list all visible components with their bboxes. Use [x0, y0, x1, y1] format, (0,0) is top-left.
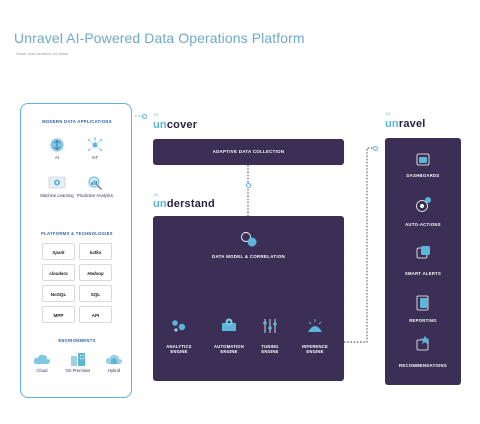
page-title: Unravel AI-Powered Data Operations Platf… — [14, 30, 305, 46]
page-subtitle: Hover over sections for detail — [16, 51, 68, 56]
connector-dot-middle — [245, 183, 251, 188]
platform-nosql[interactable]: NoSQL — [42, 285, 75, 302]
inference-engine-icon — [308, 319, 322, 332]
data-model-icon — [241, 232, 257, 247]
automation-engine-icon — [222, 318, 236, 331]
connector-dot-left — [142, 113, 147, 119]
analytics-engine-icon — [172, 320, 186, 332]
reporting-icon — [416, 295, 429, 311]
env-tile-hybrid[interactable]: Hybrid — [97, 352, 131, 373]
tuning-engine-icon — [263, 319, 277, 333]
platform-api[interactable]: API — [79, 306, 112, 323]
app-tile-iot[interactable]: IoT — [75, 137, 115, 160]
step-number-uncover: 01 — [154, 112, 159, 117]
app-tile-ai[interactable]: AI — [37, 137, 77, 160]
step-title-understand: understand — [153, 198, 215, 210]
network-icon — [87, 137, 103, 152]
outcome-reporting[interactable]: REPORTING — [409, 318, 437, 323]
step-number-understand: 02 — [154, 192, 159, 197]
outcome-smart-alerts[interactable]: SMART ALERTS — [404, 271, 442, 276]
auto-actions-icon — [416, 197, 431, 212]
inputs-panel[interactable]: MODERN DATA APPLICATIONS AI IoT Machine … — [20, 103, 132, 398]
buildings-icon — [71, 353, 85, 366]
outcomes-panel[interactable]: DASHBOARDS AUTO-ACTIONS SMART ALERTS REP… — [385, 138, 461, 385]
step-title-uncover: uncover — [153, 119, 198, 131]
magnifier-chart-icon — [88, 176, 102, 190]
env-tile-cloud[interactable]: Cloud — [25, 352, 59, 373]
environments-heading: ENVIRONMENTS — [58, 338, 96, 343]
dashboards-icon — [416, 153, 430, 166]
platform-mpp[interactable]: MPP — [42, 306, 75, 323]
modern-apps-heading: MODERN DATA APPLICATIONS — [42, 119, 112, 124]
gear-screen-icon — [48, 176, 66, 189]
platform-cloudera[interactable]: cloudera — [42, 264, 75, 281]
platform-spark[interactable]: Spark — [42, 243, 75, 260]
step-number-unravel: 03 — [386, 111, 391, 116]
smart-alerts-icon — [416, 246, 430, 259]
recommendations-icon — [416, 335, 430, 351]
platform-kafka[interactable]: kafka — [79, 243, 112, 260]
outcome-dashboards[interactable]: DASHBOARDS — [406, 173, 440, 178]
connector-dot-right — [373, 145, 378, 151]
env-tile-on-premises[interactable]: On-Premises — [59, 352, 97, 373]
outcome-auto-actions[interactable]: AUTO-ACTIONS — [405, 222, 441, 227]
platform-sql[interactable]: SQL — [79, 285, 112, 302]
step-title-unravel: unravel — [385, 118, 426, 130]
app-tile-machine-learning[interactable]: Machine Learning — [37, 175, 77, 198]
cloud-house-icon — [105, 354, 123, 364]
platforms-heading: PLATFORMS & TECHNOLOGIES — [41, 231, 113, 236]
outcome-recommendations[interactable]: RECOMMENDATIONS — [399, 363, 447, 368]
app-tile-predictive-analytics[interactable]: Predictive Analytics — [75, 175, 115, 198]
cloud-icon — [33, 354, 51, 364]
data-model-correlation-label: DATA MODEL & CORRELATION — [211, 254, 286, 259]
adaptive-data-collection-bar[interactable]: ADAPTIVE DATA COLLECTION — [153, 139, 344, 165]
brain-icon — [50, 138, 64, 152]
platform-hadoop[interactable]: Hadoop — [79, 264, 112, 281]
